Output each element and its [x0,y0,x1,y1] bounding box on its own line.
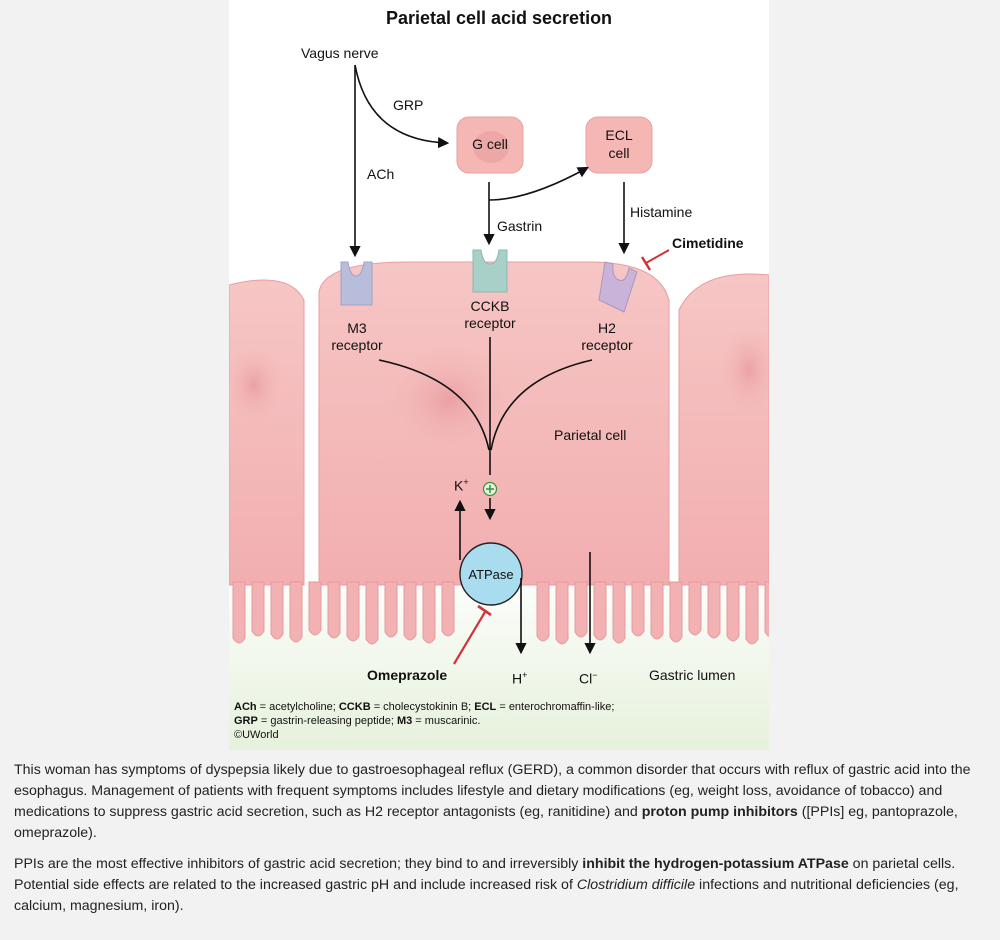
grp-arrow [354,64,450,149]
k-ion-symbol: K [454,477,464,494]
cimetidine-label: Cimetidine [672,235,744,251]
cckb-receptor-label-line2: receptor [464,315,516,331]
gastrin-label: Gastrin [497,218,543,234]
g-cell-label: G cell [472,136,508,152]
m3-signal-line [378,359,490,451]
legend-ach-abbr: ACh [234,701,257,713]
atpase-label: ATPase [468,567,514,582]
abbreviation-legend: ACh = acetylcholine; CCKB = cholecystoki… [234,700,754,742]
h-ion-label: H+ [512,667,527,688]
ecl-cell-label-line1: ECL [605,127,633,143]
cl-ion-label: Cl− [579,667,598,688]
h2-receptor-label-line1: H2 [598,320,616,336]
parietal-cell-diagram: Parietal cell acid secretion Vagus nerve… [229,0,769,750]
legend-grp-def: = gastrin-releasing peptide; [257,715,397,727]
cl-ion-charge: − [592,670,598,680]
legend-m3-abbr: M3 [396,715,413,727]
omeprazole-label: Omeprazole [367,667,448,683]
ecl-cell-label-line2: cell [608,145,630,161]
legend-grp-abbr: GRP [234,715,258,727]
legend-ecl-def: = enterochromaffin-like; [496,701,615,713]
h-ion-charge: + [522,670,528,680]
copyright-notice: ©UWorld [234,729,279,741]
diagram-title: Parietal cell acid secretion [385,8,613,28]
explanation-paragraph-1: This woman has symptoms of dyspepsia lik… [14,760,989,844]
atpase-pump [459,542,523,606]
explanation-text: This woman has symptoms of dyspepsia lik… [14,760,989,927]
parietal-cell-label: Parietal cell [554,427,627,443]
diagram-graphics [229,64,769,750]
cl-ion-symbol: Cl [579,670,593,687]
m3-receptor-label-line2: receptor [331,337,383,353]
gastric-lumen-label: Gastric lumen [649,667,736,683]
h2-signal-line [490,359,593,451]
cckb-receptor [472,249,508,293]
k-ion-label: K+ [454,474,469,495]
h-ion-symbol: H [512,670,523,687]
legend-cckb-def: = cholecystokinin B; [370,701,475,713]
p2-bold-atpase: inhibit the hydrogen-potassium ATPase [582,856,849,872]
legend-ach-def: = acetylcholine; [256,701,339,713]
ach-label: ACh [367,166,395,182]
right-neighbor-cell [678,273,769,586]
p1-bold-ppi: proton pump inhibitors [641,804,798,820]
p2-italic-organism: Clostridium difficile [576,877,696,893]
ecl-cell [585,116,653,174]
histamine-label: Histamine [630,204,693,220]
gastrin-to-ecl-arrow [488,166,589,201]
h2-receptor-label-line2: receptor [581,337,633,353]
p1-text-a: This woman has symptoms of dyspepsia lik… [14,762,971,820]
omeprazole-inhibitor-line [453,611,486,665]
p1-text-b: ([PPIs] eg, pantoprazole, omeprazole). [14,804,958,841]
grp-label: GRP [393,97,424,113]
legend-m3-def: = muscarinic. [412,715,481,727]
microvilli [232,581,769,645]
cckb-receptor-label-line1: CCKB [470,298,510,314]
p2-text-a: PPIs are the most effective inhibitors o… [14,856,583,872]
m3-receptor [340,261,373,306]
legend-cckb-abbr: CCKB [338,701,371,713]
p2-text-b: on parietal cells. Potential side effect… [14,856,956,893]
legend-ecl-abbr: ECL [474,701,497,713]
h2-receptor [598,261,638,313]
m3-receptor-label-line1: M3 [347,320,367,336]
left-neighbor-cell [229,279,305,586]
k-ion-charge: + [463,477,469,487]
p2-text-c: infections and nutritional deficiencies … [14,877,959,914]
cimetidine-inhibitor-line [645,249,670,264]
explanation-paragraph-2: PPIs are the most effective inhibitors o… [14,854,989,917]
vagus-nerve-label: Vagus nerve [301,45,379,61]
